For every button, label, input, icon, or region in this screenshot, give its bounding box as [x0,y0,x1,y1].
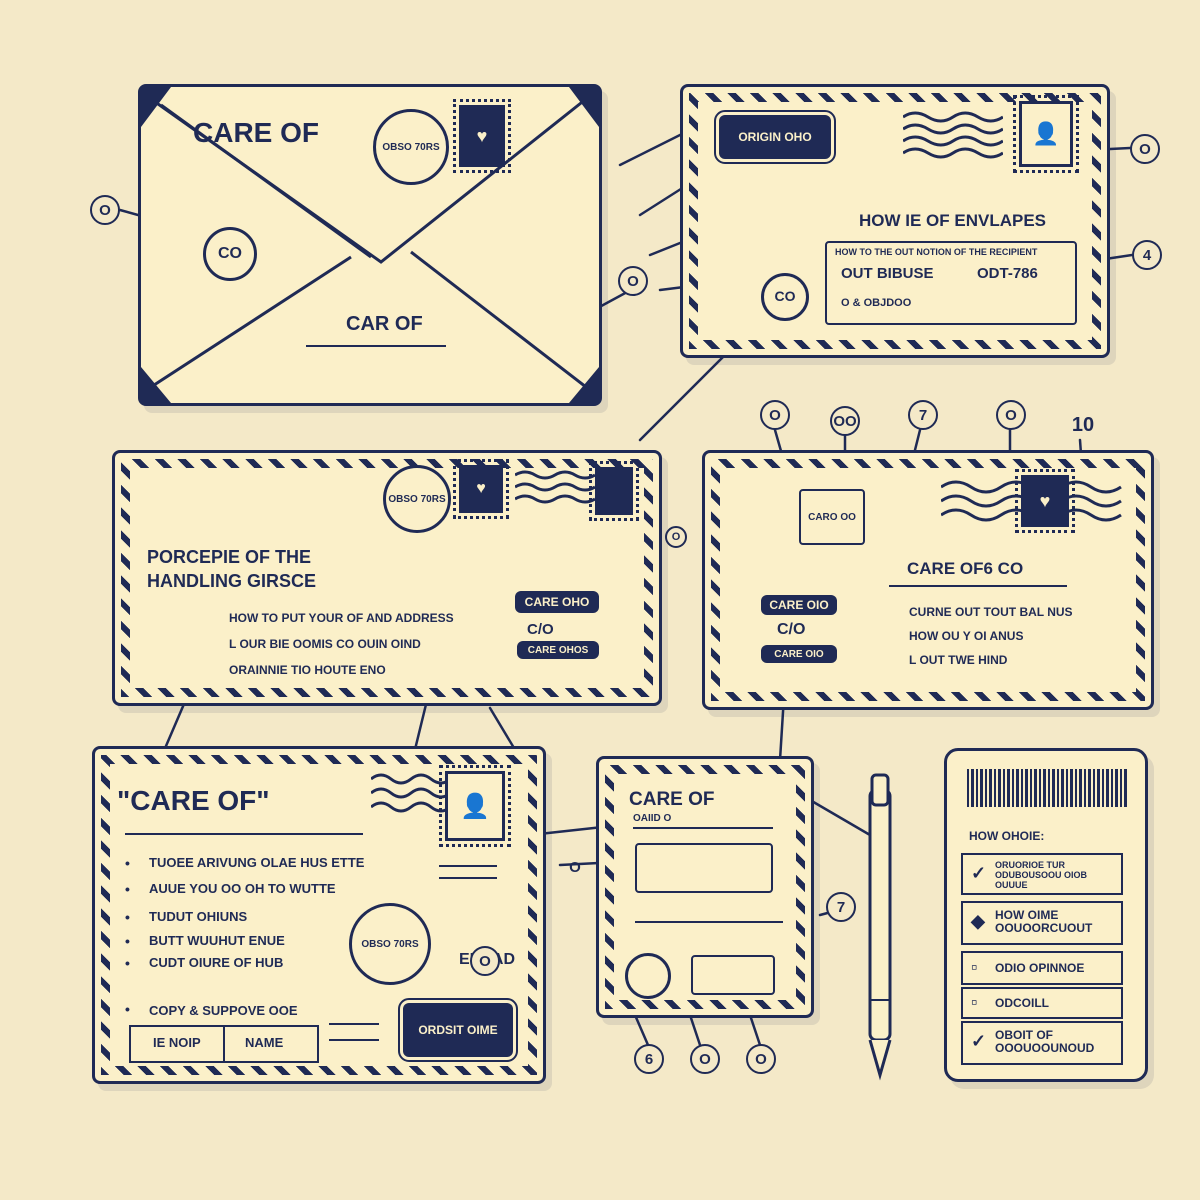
list-bullet: • [125,1001,130,1017]
checkmark-icon: ✓ [971,1031,987,1051]
checklist-item[interactable]: ▫ ODIO OPINNOE [961,951,1123,985]
list-bullet: • [125,933,130,949]
pen-icon [868,773,892,1081]
form-title: CARE OF [629,789,715,810]
address-heading: HOW IE OF ENVLAPES [859,211,1047,230]
callout-marker: O [618,266,648,296]
checkbox-icon: ▫ [971,992,978,1012]
care-of-form-card: CARE OF OAIID O [596,756,814,1018]
callout-marker: 7 [826,892,856,922]
envelope-front-address: ORIGIN OHO 👤 HOW IE OF ENVLAPES HOW TO T… [680,84,1110,358]
signature-field[interactable] [691,955,775,995]
diamond-icon: ◆ [971,911,985,931]
care-of-instructions-card: "CARE OF" 👤 • TUOEE ARIVUNG OLAE HUS ETT… [92,746,546,1084]
co-label: C/O [527,621,554,638]
care-of-pill: CARE OHO [515,591,599,613]
stamp-heart-icon: ♥ [476,480,486,497]
address-block: HOW TO THE OUT NOTION OF THE RECIPIENT O… [825,241,1077,325]
person-icon: 👤 [460,792,490,820]
return-stamp-box: CARO OO [799,489,865,545]
return-label-box: ORIGIN OHO [714,110,836,164]
callout-marker: 6 [634,1044,664,1074]
postage-stamp: ♥ [453,99,511,173]
co-circle: CO [203,227,257,281]
form-field[interactable] [635,843,773,893]
co-label: C/O [777,621,806,638]
checkmark-icon: ✓ [971,863,987,883]
postmark: OBSO 70RS [349,903,431,985]
callout-marker: O [470,946,500,976]
barcode [967,769,1127,807]
checklist-item[interactable]: ✓ ORUORIOE TUR ODUBOUSOOU OIOB OUUUE [961,853,1123,895]
callout-marker: O [760,400,790,430]
postmark: OBSO 70RS [383,465,451,533]
person-icon: 👤 [1032,121,1060,146]
guide-heading-2: HANDLING GIRSCE [147,571,317,591]
checklist-item[interactable]: ✓ OBOIT OF OOOUOOUNOUD [961,1021,1123,1065]
card-title: "CARE OF" [117,785,270,816]
postage-stamp: ♥ [1015,469,1075,533]
list-bullet: • [125,881,130,897]
list-bullet: • [125,855,130,871]
callout-marker: O [665,526,687,548]
envelope-flap-lines [141,87,599,403]
callout-marker: O [1130,134,1160,164]
envelope-handling-guide: OBSO 70RS ♥ PORCEPIE OF THE HANDLING GIR… [112,450,662,706]
envelope-heading: CARE OF6 CO [907,559,1024,578]
co-circle: CO [761,273,809,321]
list-bullet: • [125,955,130,971]
cancellation-waves [903,111,1003,159]
callout-marker: O [569,858,581,876]
seal-circle [625,953,671,999]
care-of-pill: CARE OIO [761,595,837,615]
checklist-card: HOW OHOIE: ✓ ORUORIOE TUR ODUBOUSOOU OIO… [944,748,1148,1082]
callout-marker: O [690,1044,720,1074]
callout-marker: 10 [1071,413,1095,436]
stamp-heart-icon: ♥ [1039,490,1051,511]
portrait-stamp: 👤 [1013,95,1079,173]
cancellation-waves [515,470,595,504]
callout-marker: 7 [908,400,938,430]
small-stamp [589,461,639,521]
care-of-pill: CARE OHOS [517,641,599,659]
callout-marker: O [996,400,1026,430]
postmark: OBSO 70RS [373,109,449,185]
postage-stamp: ♥ [453,459,509,519]
stamp-heart-icon: ♥ [476,125,488,146]
form-subtitle: OAIID O [633,813,672,824]
checklist-title: HOW OHOIE: [969,829,1045,843]
callout-marker: 4 [1132,240,1162,270]
checklist-item[interactable]: ▫ ODCOILL [961,987,1123,1019]
recipient-fields: IE NOIP NAME [129,1025,319,1063]
portrait-stamp: 👤 [439,765,511,847]
checklist-item[interactable]: ◆ HOW OIME OOUOORCUOUT [961,901,1123,945]
guide-heading-1: PORCEPIE OF THE [147,547,312,567]
cancellation-waves [371,773,451,813]
envelope-care-of-co: CARO OO ♥ CARE OF6 CO CARE OIO C/O CARE … [702,450,1154,710]
care-of-pill: CARE OIO [761,645,837,663]
sender-box: ORDSIT OIME [398,998,518,1062]
callout-marker: OO [830,406,860,436]
checkbox-icon: ▫ [971,957,978,977]
list-bullet: • [125,909,130,925]
envelope-title: CARE OF [193,117,319,148]
callout-marker: O [746,1044,776,1074]
envelope-bottom-label: CAR OF [346,313,423,335]
callout-marker: O [90,195,120,225]
envelope-back-care-of: CARE OF OBSO 70RS ♥ CO CAR OF [138,84,602,406]
